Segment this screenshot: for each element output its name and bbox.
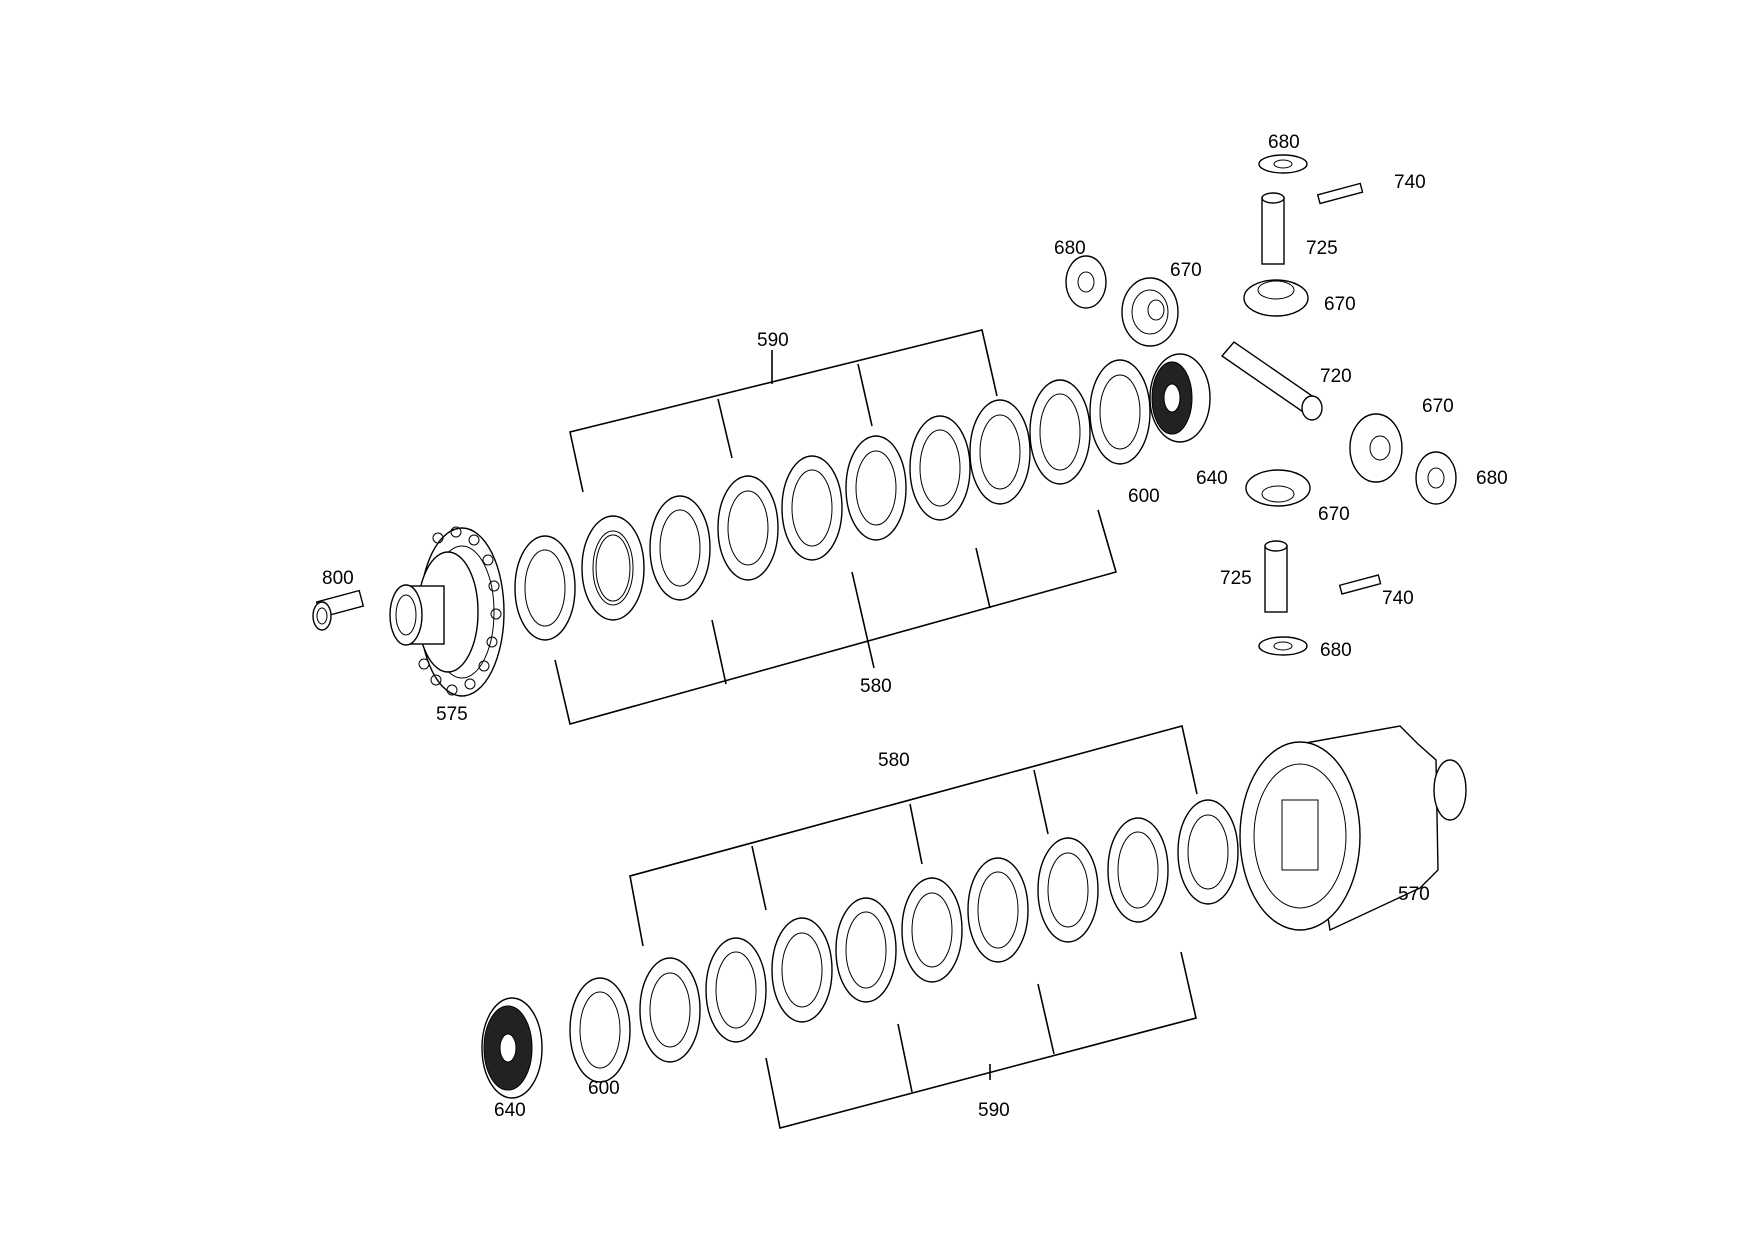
bottom-disc-1 <box>1177 799 1239 905</box>
label-725-b: 725 <box>1220 568 1252 589</box>
part-670-pinion-right <box>1349 413 1403 483</box>
bottom-disc-7 <box>771 917 833 1023</box>
bracket-580-top <box>554 509 1117 725</box>
part-640-side-gear-top <box>1149 353 1211 443</box>
label-670-d: 670 <box>1318 504 1350 525</box>
bottom-disc-8 <box>705 937 767 1043</box>
top-disc-5 <box>781 455 843 561</box>
label-570: 570 <box>1398 884 1430 905</box>
part-680-washer-right <box>1415 451 1457 505</box>
top-disc-9 <box>1029 379 1091 485</box>
label-590-top: 590 <box>757 330 789 351</box>
label-600-bottom: 600 <box>588 1078 620 1099</box>
part-740-pin-top <box>1316 182 1364 205</box>
label-580-bottom: 580 <box>878 750 910 771</box>
bottom-disc-2 <box>1107 817 1169 923</box>
label-640-top: 640 <box>1196 468 1228 489</box>
part-570-diff-housing <box>1239 725 1467 932</box>
part-670-pinion-bottom <box>1245 469 1311 507</box>
part-725-pin-top <box>1261 192 1285 265</box>
label-720: 720 <box>1320 366 1352 387</box>
part-800-bolt <box>312 589 365 631</box>
label-600-top: 600 <box>1128 486 1160 507</box>
bottom-disc-5 <box>901 877 963 983</box>
part-575-flange <box>389 526 505 697</box>
label-740-b: 740 <box>1382 588 1414 609</box>
label-580-top: 580 <box>860 676 892 697</box>
top-disc-4 <box>717 475 779 581</box>
label-725-a: 725 <box>1306 238 1338 259</box>
label-670-c: 670 <box>1422 396 1454 417</box>
label-680-d: 680 <box>1320 640 1352 661</box>
top-disc-6 <box>845 435 907 541</box>
top-disc-8 <box>969 399 1031 505</box>
label-575: 575 <box>436 704 468 725</box>
bottom-disc-9 <box>639 957 701 1063</box>
label-740-a: 740 <box>1394 172 1426 193</box>
label-800: 800 <box>322 568 354 589</box>
bottom-disc-10-600 <box>569 977 631 1083</box>
top-disc-10-600 <box>1089 359 1151 465</box>
part-680-washer-bottom <box>1258 636 1308 656</box>
label-590-bottom: 590 <box>978 1100 1010 1121</box>
part-670-pinion-top <box>1243 279 1309 317</box>
bracket-580-bottom <box>629 725 1198 947</box>
bottom-disc-stack <box>569 799 1239 1083</box>
top-disc-1 <box>514 535 576 641</box>
bottom-disc-3 <box>1037 837 1099 943</box>
part-680-washer-top <box>1258 154 1308 174</box>
label-670-b: 670 <box>1324 294 1356 315</box>
top-disc-7 <box>909 415 971 521</box>
top-disc-3 <box>649 495 711 601</box>
top-disc-stack <box>514 359 1151 641</box>
bottom-disc-6 <box>835 897 897 1003</box>
part-640-side-gear-bottom <box>481 997 543 1099</box>
label-680-b: 680 <box>1054 238 1086 259</box>
top-disc-2 <box>581 515 645 621</box>
bracket-590-top <box>569 329 998 493</box>
part-740-pin-bottom <box>1338 574 1382 595</box>
part-labels: 800 575 590 580 600 640 680 740 725 670 … <box>322 132 1508 1121</box>
part-725-pin-bottom <box>1264 540 1288 613</box>
label-670-a: 670 <box>1170 260 1202 281</box>
part-720-cross-shaft <box>1220 341 1323 421</box>
label-680-c: 680 <box>1476 468 1508 489</box>
bracket-590-bottom <box>765 951 1197 1129</box>
part-680-washer-left <box>1065 255 1107 309</box>
bottom-disc-4 <box>967 857 1029 963</box>
part-670-pinion-left <box>1121 277 1179 347</box>
label-640-bottom: 640 <box>494 1100 526 1121</box>
label-680-a: 680 <box>1268 132 1300 153</box>
